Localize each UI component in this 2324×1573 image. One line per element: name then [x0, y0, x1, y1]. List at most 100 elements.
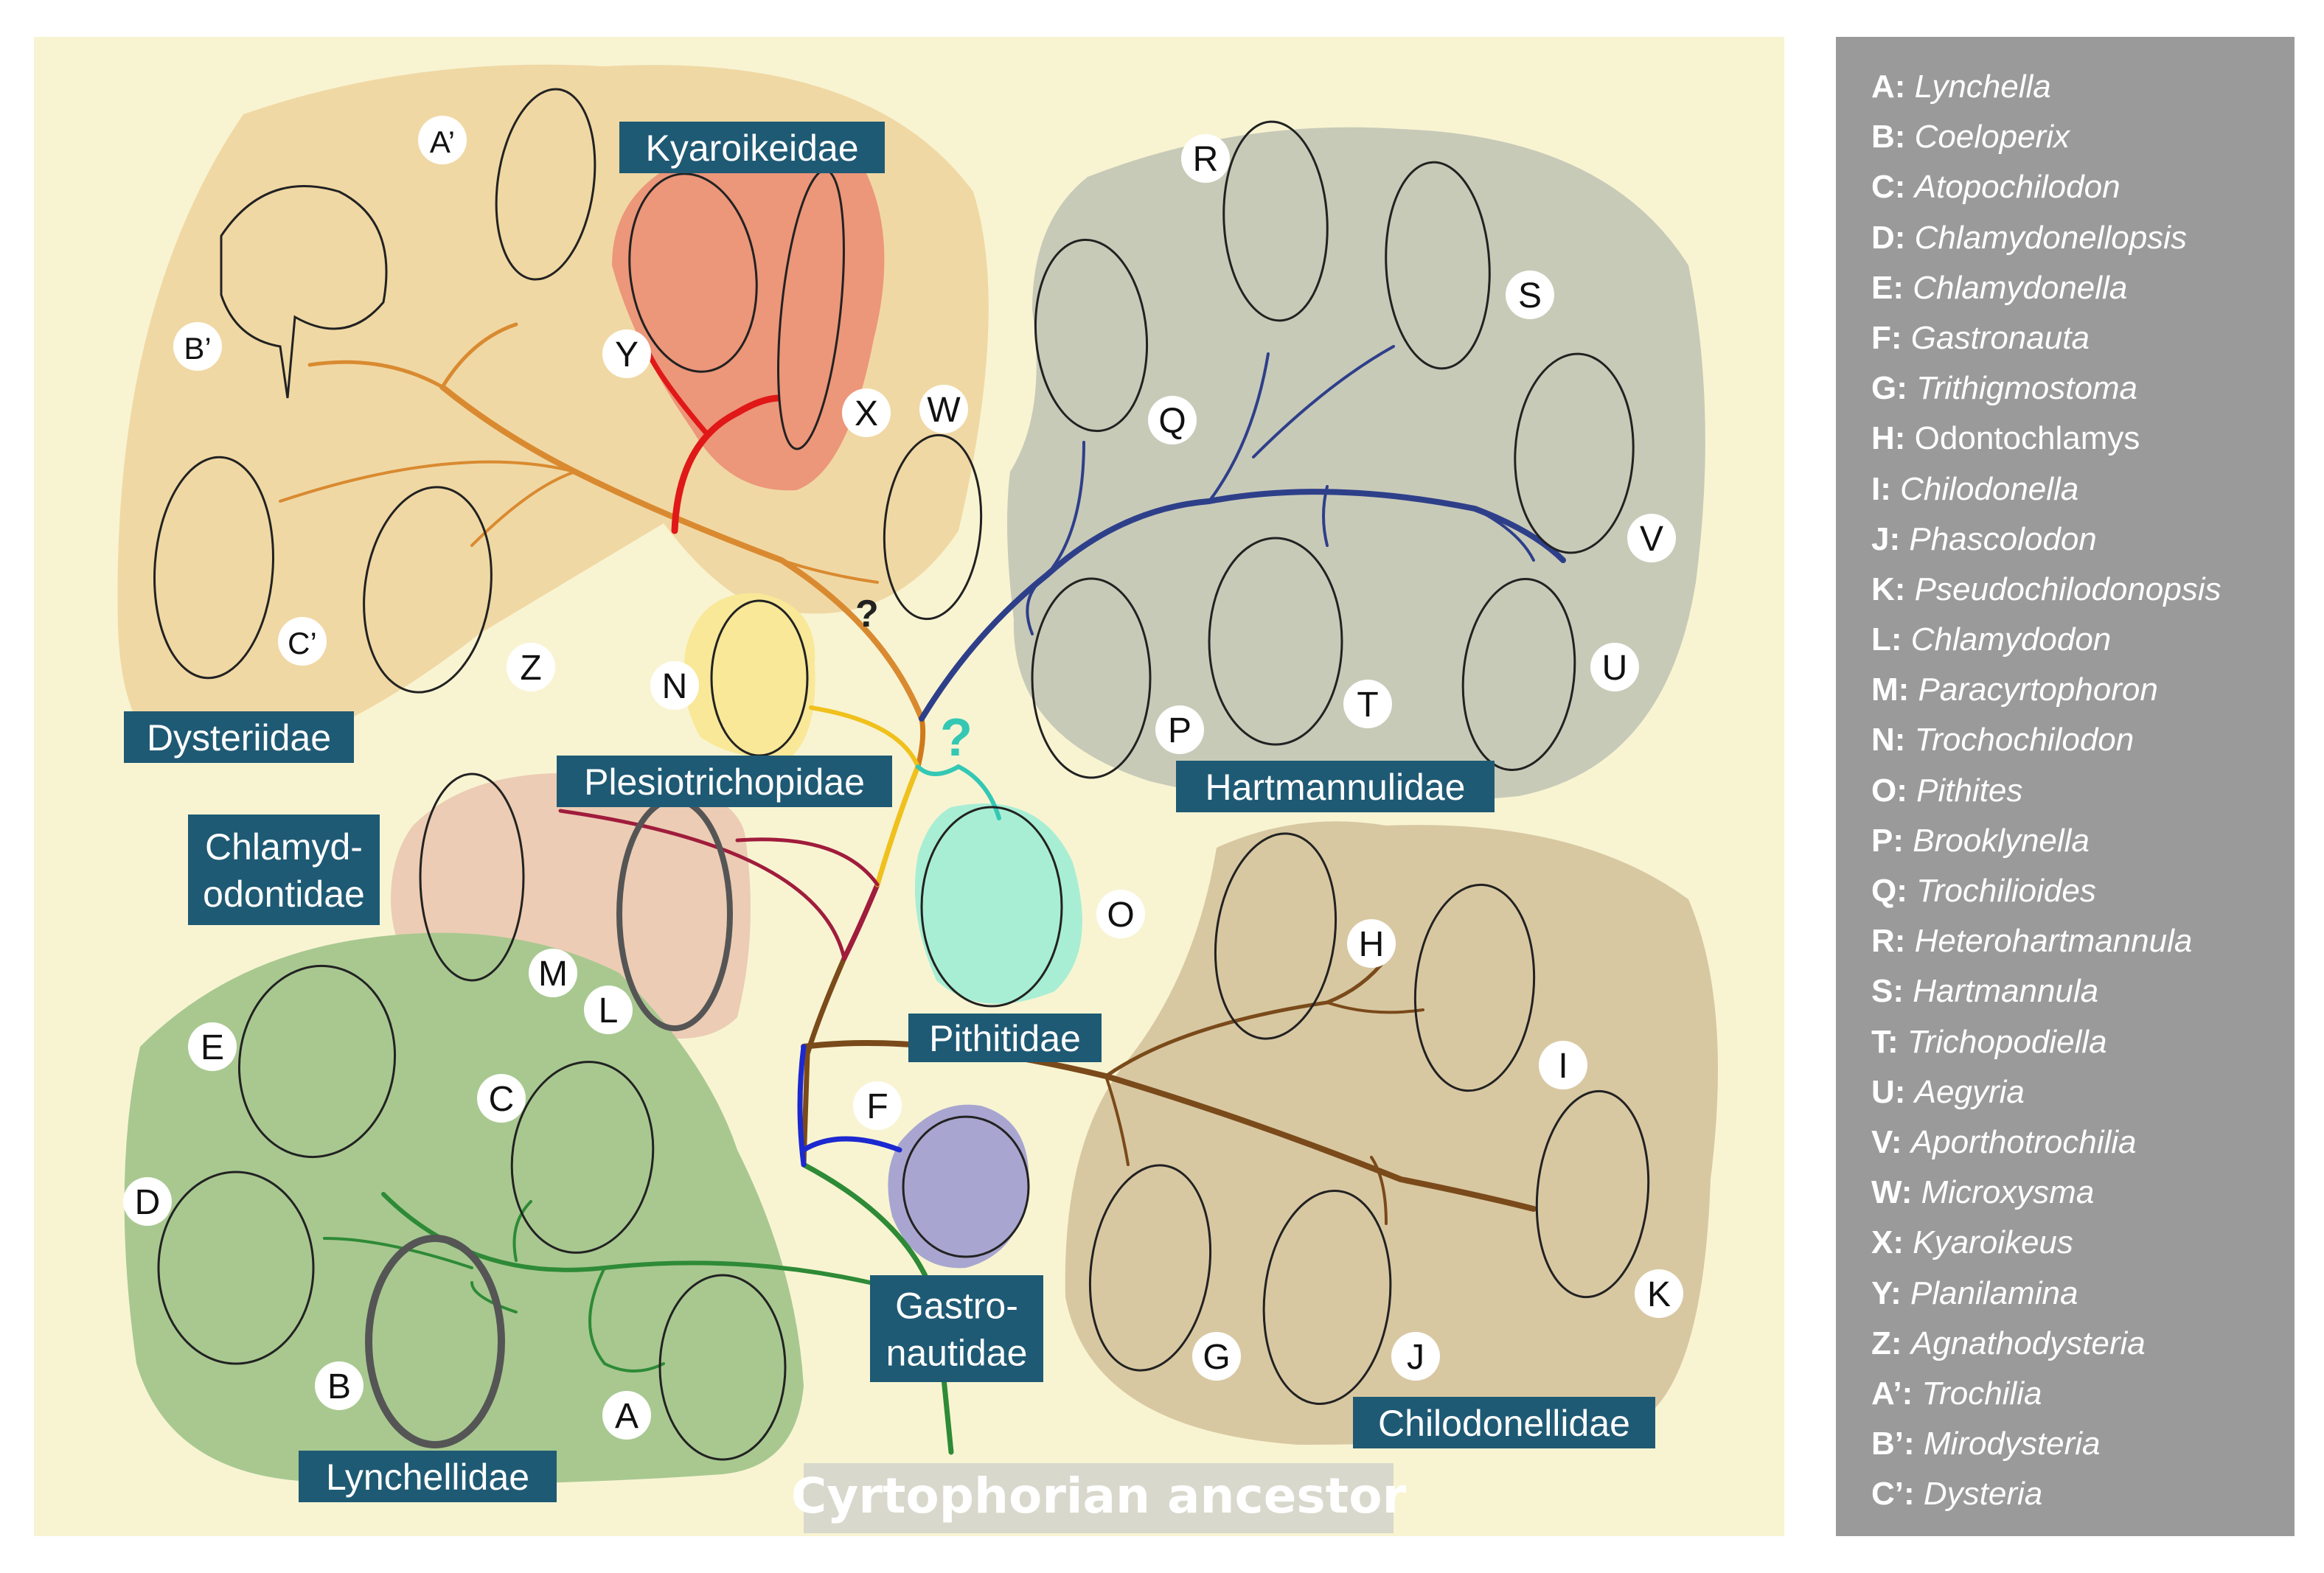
letter-circle-bg: [1155, 705, 1204, 754]
ciliate-cell-outline: [1262, 1190, 1392, 1405]
ciliate-cell-outline: [157, 1171, 315, 1365]
taxon-letter-circle: Q: [1148, 396, 1197, 444]
taxon-letter-circle: I: [1539, 1041, 1587, 1089]
family-label-text: odontidae: [203, 873, 365, 915]
ciliate-cell-outline: [1514, 352, 1635, 554]
family-label-gastronautidae: Gastro-nautidae: [870, 1275, 1043, 1382]
letter-circle-bg: [1539, 1041, 1587, 1089]
taxon-letter-circle: W: [919, 385, 968, 433]
taxon-letter: C: [489, 1080, 515, 1119]
ciliate-cell-outline: [1385, 161, 1491, 370]
legend-item: L: Chlamydodon: [1871, 615, 2295, 665]
legend-item: X: Kyaroikeus: [1871, 1218, 2295, 1268]
ciliate-cell-outline: [1222, 120, 1329, 322]
legend-item: B’: Mirodysteria: [1871, 1419, 2295, 1469]
legend-item: B: Coeloperix: [1871, 112, 2295, 162]
letter-circle-bg: [1627, 514, 1676, 562]
ciliate-cell-outline: [365, 1235, 505, 1448]
taxon-letter: N: [662, 667, 688, 706]
letter-circle-bg: [1192, 1332, 1241, 1381]
gastronautidae-region: [888, 1104, 1029, 1269]
taxon-letter: S: [1518, 276, 1542, 315]
plesiotrichopidae-region: [683, 593, 815, 758]
legend-taxon-name: Trochilioides: [1916, 873, 2096, 909]
branch-pithitidae: [916, 764, 1001, 820]
letter-circle-bg: [123, 1177, 172, 1226]
taxon-letter: D: [135, 1183, 161, 1222]
legend-taxon-name: Coeloperix: [1914, 119, 2070, 156]
branch-trunk-orange: [915, 716, 926, 770]
taxon-letter: A: [615, 1397, 639, 1436]
taxon-letter: Z: [520, 649, 541, 688]
taxon-letter: Y: [615, 335, 639, 374]
legend-key: P:: [1871, 822, 1913, 859]
legend-item: O: Pithites: [1871, 766, 2295, 816]
legend-taxon-name: Trichopodiella: [1907, 1023, 2107, 1060]
family-label-text: Lynchellidae: [326, 1457, 529, 1498]
letter-circle-bg: [278, 617, 327, 666]
legend-taxon-name: Trochilia: [1921, 1375, 2042, 1412]
ciliate-cell-outline: [883, 433, 983, 621]
letter-circle-bg: [315, 1361, 363, 1410]
family-label-text: Plesiotrichopidae: [584, 761, 865, 803]
taxon-letter-circle: Y: [602, 329, 651, 378]
taxon-letter-circle: X: [842, 388, 891, 437]
taxon-letter-circle: M: [529, 949, 577, 997]
ciliate-cell-outline: [1413, 883, 1536, 1092]
legend-taxon-name: Pithites: [1916, 772, 2023, 809]
letter-circle-bg: [1181, 134, 1230, 183]
letter-circle-bg: [853, 1081, 902, 1130]
letter-circle-bg: [507, 643, 555, 691]
taxon-letter: J: [1407, 1338, 1424, 1377]
branch-hartmannulidae-r: [1208, 352, 1270, 503]
family-label-kyaroikeidae: Kyaroikeidae: [619, 122, 885, 173]
ciliate-cell-outline: [920, 806, 1063, 1008]
letter-circle-bg: [602, 329, 651, 378]
branch-hartmannulidae-q: [1046, 441, 1085, 576]
legend-key: K:: [1871, 571, 1915, 607]
legend-key: V:: [1871, 1123, 1911, 1160]
ciliate-cell-outline: [1214, 832, 1337, 1040]
taxon-letter-circle: A: [602, 1391, 651, 1440]
lynchellidae-region: [124, 932, 804, 1485]
legend-taxon-name: Aegyria: [1914, 1073, 2025, 1110]
legend-taxon-name: Microxysma: [1921, 1174, 2095, 1211]
ciliate-cell-outline: [658, 1274, 787, 1461]
legend-item: V: Aporthotrochilia: [1871, 1117, 2295, 1168]
letter-circle-bg: [1343, 680, 1392, 728]
ciliate-cell-outline: [902, 1115, 1030, 1258]
family-label-text: Gastro-: [895, 1286, 1018, 1327]
branch-hartmannulidae-p: [1026, 573, 1048, 635]
legend-key: X:: [1871, 1224, 1913, 1261]
legend-item: C’: Dysteria: [1871, 1469, 2295, 1519]
taxon-letter: V: [1640, 520, 1663, 559]
legend-item: A: Lynchella: [1871, 62, 2295, 112]
letter-circle-bg: [842, 388, 891, 437]
family-label-box: [124, 711, 354, 763]
branch-plesiotrichopidae: [809, 705, 920, 769]
legend-key: A’:: [1871, 1375, 1922, 1412]
taxon-letter-circle: G: [1192, 1332, 1241, 1381]
letter-circle-bg: [584, 986, 633, 1034]
legend-taxon-name: Dysteria: [1923, 1476, 2043, 1513]
taxon-letter: X: [855, 394, 878, 433]
letter-circle-bg: [529, 949, 577, 997]
legend-taxon-name: Aporthotrochilia: [1910, 1123, 2137, 1160]
letter-circle-bg: [650, 661, 699, 710]
letter-circle-bg: [477, 1074, 526, 1123]
taxon-letter-circle: C: [477, 1074, 526, 1123]
taxon-letter: R: [1193, 140, 1219, 179]
legend-key: B:: [1871, 119, 1915, 156]
taxon-letter: B’: [184, 331, 211, 366]
family-label-hartmannulidae: Hartmannulidae: [1176, 761, 1495, 812]
legend-taxon-name: Chilodonella: [1900, 470, 2079, 507]
legend-item: T: Trichopodiella: [1871, 1017, 2295, 1067]
letter-circle-bg: [1590, 643, 1639, 691]
family-label-box: [1353, 1397, 1655, 1448]
legend-taxon-name: Gastronauta: [1910, 319, 2090, 356]
legend-item: D: Chlamydonellopsis: [1871, 213, 2295, 263]
branch-gastronautidae: [801, 1136, 902, 1153]
taxon-letter-circle: H: [1347, 919, 1396, 968]
branch-hartmannulidae-t: [1322, 485, 1329, 547]
